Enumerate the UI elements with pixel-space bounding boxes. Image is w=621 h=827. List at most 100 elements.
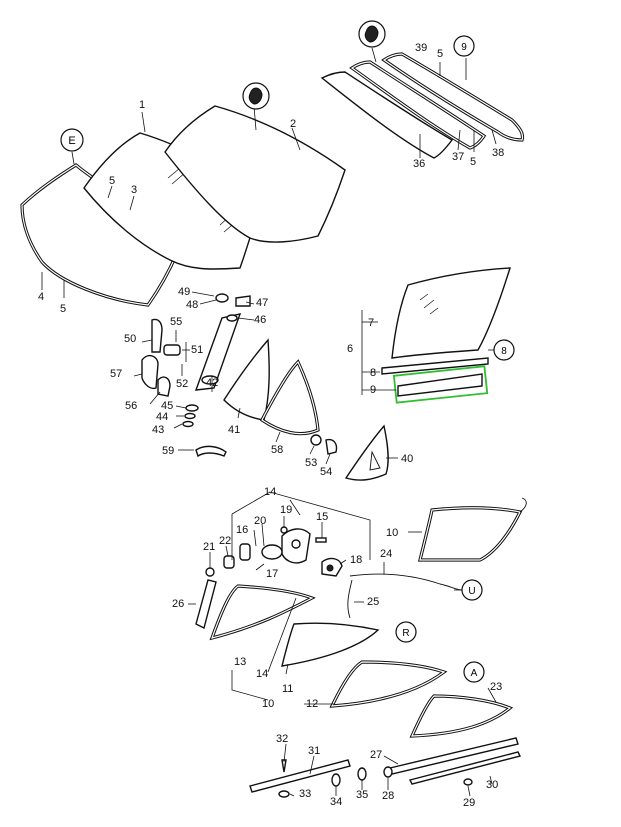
callout-22: 22: [219, 535, 232, 547]
window-rail-24: [347, 573, 463, 619]
callout-29: 29: [463, 797, 476, 809]
svg-text:R: R: [402, 628, 409, 639]
callout-6: 6: [347, 343, 354, 355]
callout-51: 51: [191, 344, 204, 356]
callout-11: 11: [282, 683, 294, 695]
callout-3: 3: [131, 184, 138, 196]
svg-text:U: U: [468, 586, 475, 597]
callout-7: 7: [368, 317, 375, 329]
door-window-channel-highlighted: [392, 365, 489, 404]
callout-40: 40: [401, 453, 414, 465]
callout-47: 47: [256, 297, 269, 309]
callout-49: 49: [178, 286, 191, 298]
callout-24: 24: [380, 548, 393, 560]
callout-21: 21: [203, 541, 216, 553]
code-circle-9: 9: [453, 35, 475, 57]
callout-37: 37: [452, 151, 465, 163]
callout-35: 35: [356, 789, 369, 801]
callout-23: 23: [490, 681, 503, 693]
callout-9: 9: [370, 384, 377, 396]
rear-window-assembly: [320, 52, 525, 159]
quarter-window-seal-right: [409, 694, 514, 738]
callout-32: 32: [276, 733, 289, 745]
svg-text:E: E: [68, 135, 75, 147]
quarter-strip: [195, 579, 217, 630]
quarter-window-mechanism: [205, 499, 343, 577]
callout-52: 52: [176, 378, 189, 390]
callout-18: 18: [350, 554, 363, 566]
callout-46: 46: [254, 314, 267, 326]
code-circle-a: A: [463, 661, 485, 683]
callout-45: 45: [161, 400, 174, 412]
code-circle-emblem-1: [242, 82, 270, 110]
callout-34: 34: [330, 796, 343, 808]
callout-1: 1: [139, 99, 146, 111]
windshield-seal: [20, 163, 187, 307]
quarter-window-upper-right: [417, 497, 527, 562]
code-circle-emblem-2: [358, 20, 386, 48]
callout-50: 50: [124, 333, 137, 345]
vent-window-small: [344, 424, 389, 481]
callout-42: 42: [206, 377, 219, 389]
callout-14b: 14: [256, 668, 269, 680]
callout-8: 8: [370, 367, 377, 379]
callout-26: 26: [172, 598, 185, 610]
quarter-glass: [281, 622, 380, 667]
code-circle-u: U: [461, 579, 483, 601]
callout-12: 12: [306, 698, 319, 710]
code-circle-8: 8: [493, 339, 515, 361]
windshield-tinted: [164, 105, 346, 243]
callout-36: 36: [413, 158, 426, 170]
code-circle-r: R: [395, 621, 417, 643]
callout-58: 58: [271, 444, 284, 456]
callout-55: 55: [170, 316, 183, 328]
callout-27: 27: [370, 749, 383, 761]
leader-lines: [41, 47, 497, 797]
callout-56: 56: [125, 400, 138, 412]
door-window-glass: [391, 267, 511, 359]
callout-5c: 5: [437, 48, 444, 60]
quarter-window-seal-left: [209, 584, 316, 641]
bottom-trim-strips: [249, 737, 522, 798]
callout-14a: 14: [264, 486, 277, 498]
callout-44: 44: [156, 411, 169, 423]
callout-5b: 5: [60, 303, 67, 315]
vent-window-frame: [259, 359, 320, 436]
door-window-rail: [381, 357, 489, 375]
svg-text:8: 8: [501, 346, 507, 357]
callout-48: 48: [186, 299, 199, 311]
callout-57: 57: [110, 368, 123, 380]
callout-17: 17: [266, 568, 279, 580]
callout-53: 53: [305, 457, 318, 469]
code-circle-e: E: [60, 128, 84, 152]
callout-43: 43: [152, 424, 165, 436]
callout-38: 38: [492, 147, 505, 159]
callout-41: 41: [228, 424, 241, 436]
callout-13: 13: [234, 656, 247, 668]
callout-15: 15: [316, 511, 329, 523]
callout-31: 31: [308, 745, 321, 757]
quarter-window-seal-middle: [329, 660, 448, 708]
callout-39: 39: [415, 42, 428, 54]
callout-28: 28: [382, 790, 395, 802]
svg-text:9: 9: [461, 42, 467, 53]
callout-20: 20: [254, 515, 267, 527]
callout-19: 19: [280, 504, 293, 516]
callout-2: 2: [290, 118, 297, 130]
callout-5a: 5: [109, 175, 116, 187]
vent-hardware: [141, 293, 338, 458]
svg-text:A: A: [471, 668, 478, 679]
vent-window-glass: [223, 338, 270, 421]
callout-5d: 5: [470, 156, 477, 168]
callout-25: 25: [367, 596, 380, 608]
callout-33: 33: [299, 788, 312, 800]
callout-54: 54: [320, 466, 333, 478]
callout-10b: 10: [262, 698, 275, 710]
callout-4: 4: [38, 291, 45, 303]
callout-16: 16: [236, 524, 249, 536]
callout-30: 30: [486, 779, 499, 791]
callout-10a: 10: [386, 527, 399, 539]
callout-59: 59: [162, 445, 175, 457]
